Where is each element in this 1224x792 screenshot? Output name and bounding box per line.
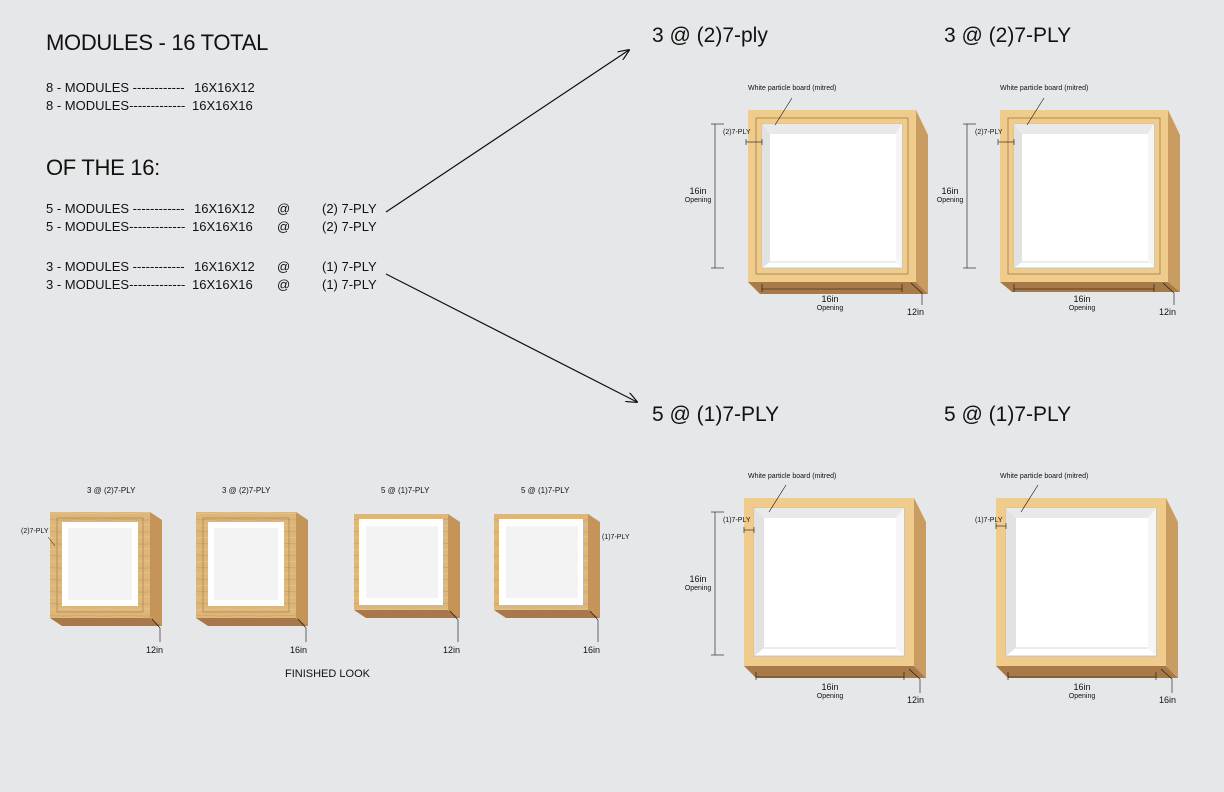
finished-side-label: (2)7-PLY — [21, 528, 49, 535]
of16-row-size: 16X16X12 — [194, 201, 255, 216]
ply-label: (1)7-PLY — [723, 517, 751, 524]
finished-title: 3 @ (2)7-PLY — [222, 486, 271, 495]
detail-title: 5 @ (1)7-PLY — [652, 403, 780, 426]
depth-dimension: 16in — [1159, 695, 1177, 705]
detail-title: 3 @ (2)7-ply — [652, 24, 768, 47]
detail-module-2ply-16in — [963, 97, 1180, 305]
of16-row-ply: (2) 7-PLY — [322, 201, 377, 216]
board-note: White particle board (mitred) — [748, 473, 837, 480]
arrow-to-1ply — [385, 273, 637, 402]
of16-row-at: @ — [277, 219, 291, 234]
finished-title: 5 @ (1)7-PLY — [381, 486, 430, 495]
module-row-label: 8 - MODULES------------- — [46, 98, 186, 113]
detail-module-2ply-12in — [711, 97, 928, 305]
depth-dimension: 12in — [1159, 307, 1177, 317]
finished-module-3 — [354, 514, 460, 642]
ply-label: (1)7-PLY — [975, 517, 1003, 524]
finished-depth: 16in — [290, 645, 308, 655]
of16-row-size: 16X16X16 — [192, 219, 253, 234]
of16-row-label: 5 - MODULES ------------ — [46, 201, 185, 216]
finished-caption: FINISHED LOOK — [285, 668, 370, 680]
detail-module-1ply-12in — [711, 484, 926, 693]
depth-dimension: 12in — [907, 307, 925, 317]
finished-module-1 — [47, 512, 162, 642]
module-row-label: 8 - MODULES ------------ — [46, 80, 185, 95]
ply-label: (2)7-PLY — [723, 129, 751, 136]
detail-title: 3 @ (2)7-PLY — [944, 24, 1072, 47]
finished-title: 3 @ (2)7-PLY — [87, 486, 136, 495]
of16-row-at: @ — [277, 201, 291, 216]
of16-row-label: 3 - MODULES------------- — [46, 277, 186, 292]
of16-row-size: 16X16X12 — [194, 259, 255, 274]
module-row-size: 16X16X12 — [194, 80, 255, 95]
of16-row-label: 3 - MODULES ------------ — [46, 259, 185, 274]
finished-module-4 — [494, 514, 600, 642]
ply-label: (2)7-PLY — [975, 129, 1003, 136]
of16-row-at: @ — [277, 259, 291, 274]
detail-module-1ply-16in — [995, 484, 1178, 693]
finished-depth: 12in — [146, 645, 164, 655]
board-note: White particle board (mitred) — [748, 85, 837, 92]
finished-module-2 — [196, 512, 308, 642]
finished-title: 5 @ (1)7-PLY — [521, 486, 570, 495]
detail-title: 5 @ (1)7-PLY — [944, 403, 1072, 426]
of16-row-ply: (1) 7-PLY — [322, 259, 377, 274]
modules-title: MODULES - 16 TOTAL — [46, 30, 269, 55]
module-row-size: 16X16X16 — [192, 98, 253, 113]
board-note: White particle board (mitred) — [1000, 473, 1089, 480]
finished-depth: 16in — [583, 645, 601, 655]
of16-row-ply: (2) 7-PLY — [322, 219, 377, 234]
finished-side-label: (1)7-PLY — [602, 534, 630, 541]
depth-dimension: 12in — [907, 695, 925, 705]
of16-row-ply: (1) 7-PLY — [322, 277, 377, 292]
of16-row-size: 16X16X16 — [192, 277, 253, 292]
of16-row-label: 5 - MODULES------------- — [46, 219, 186, 234]
of16-title: OF THE 16: — [46, 155, 160, 180]
arrow-to-2ply — [385, 50, 629, 213]
finished-depth: 12in — [443, 645, 461, 655]
board-note: White particle board (mitred) — [1000, 85, 1089, 92]
of16-row-at: @ — [277, 277, 291, 292]
